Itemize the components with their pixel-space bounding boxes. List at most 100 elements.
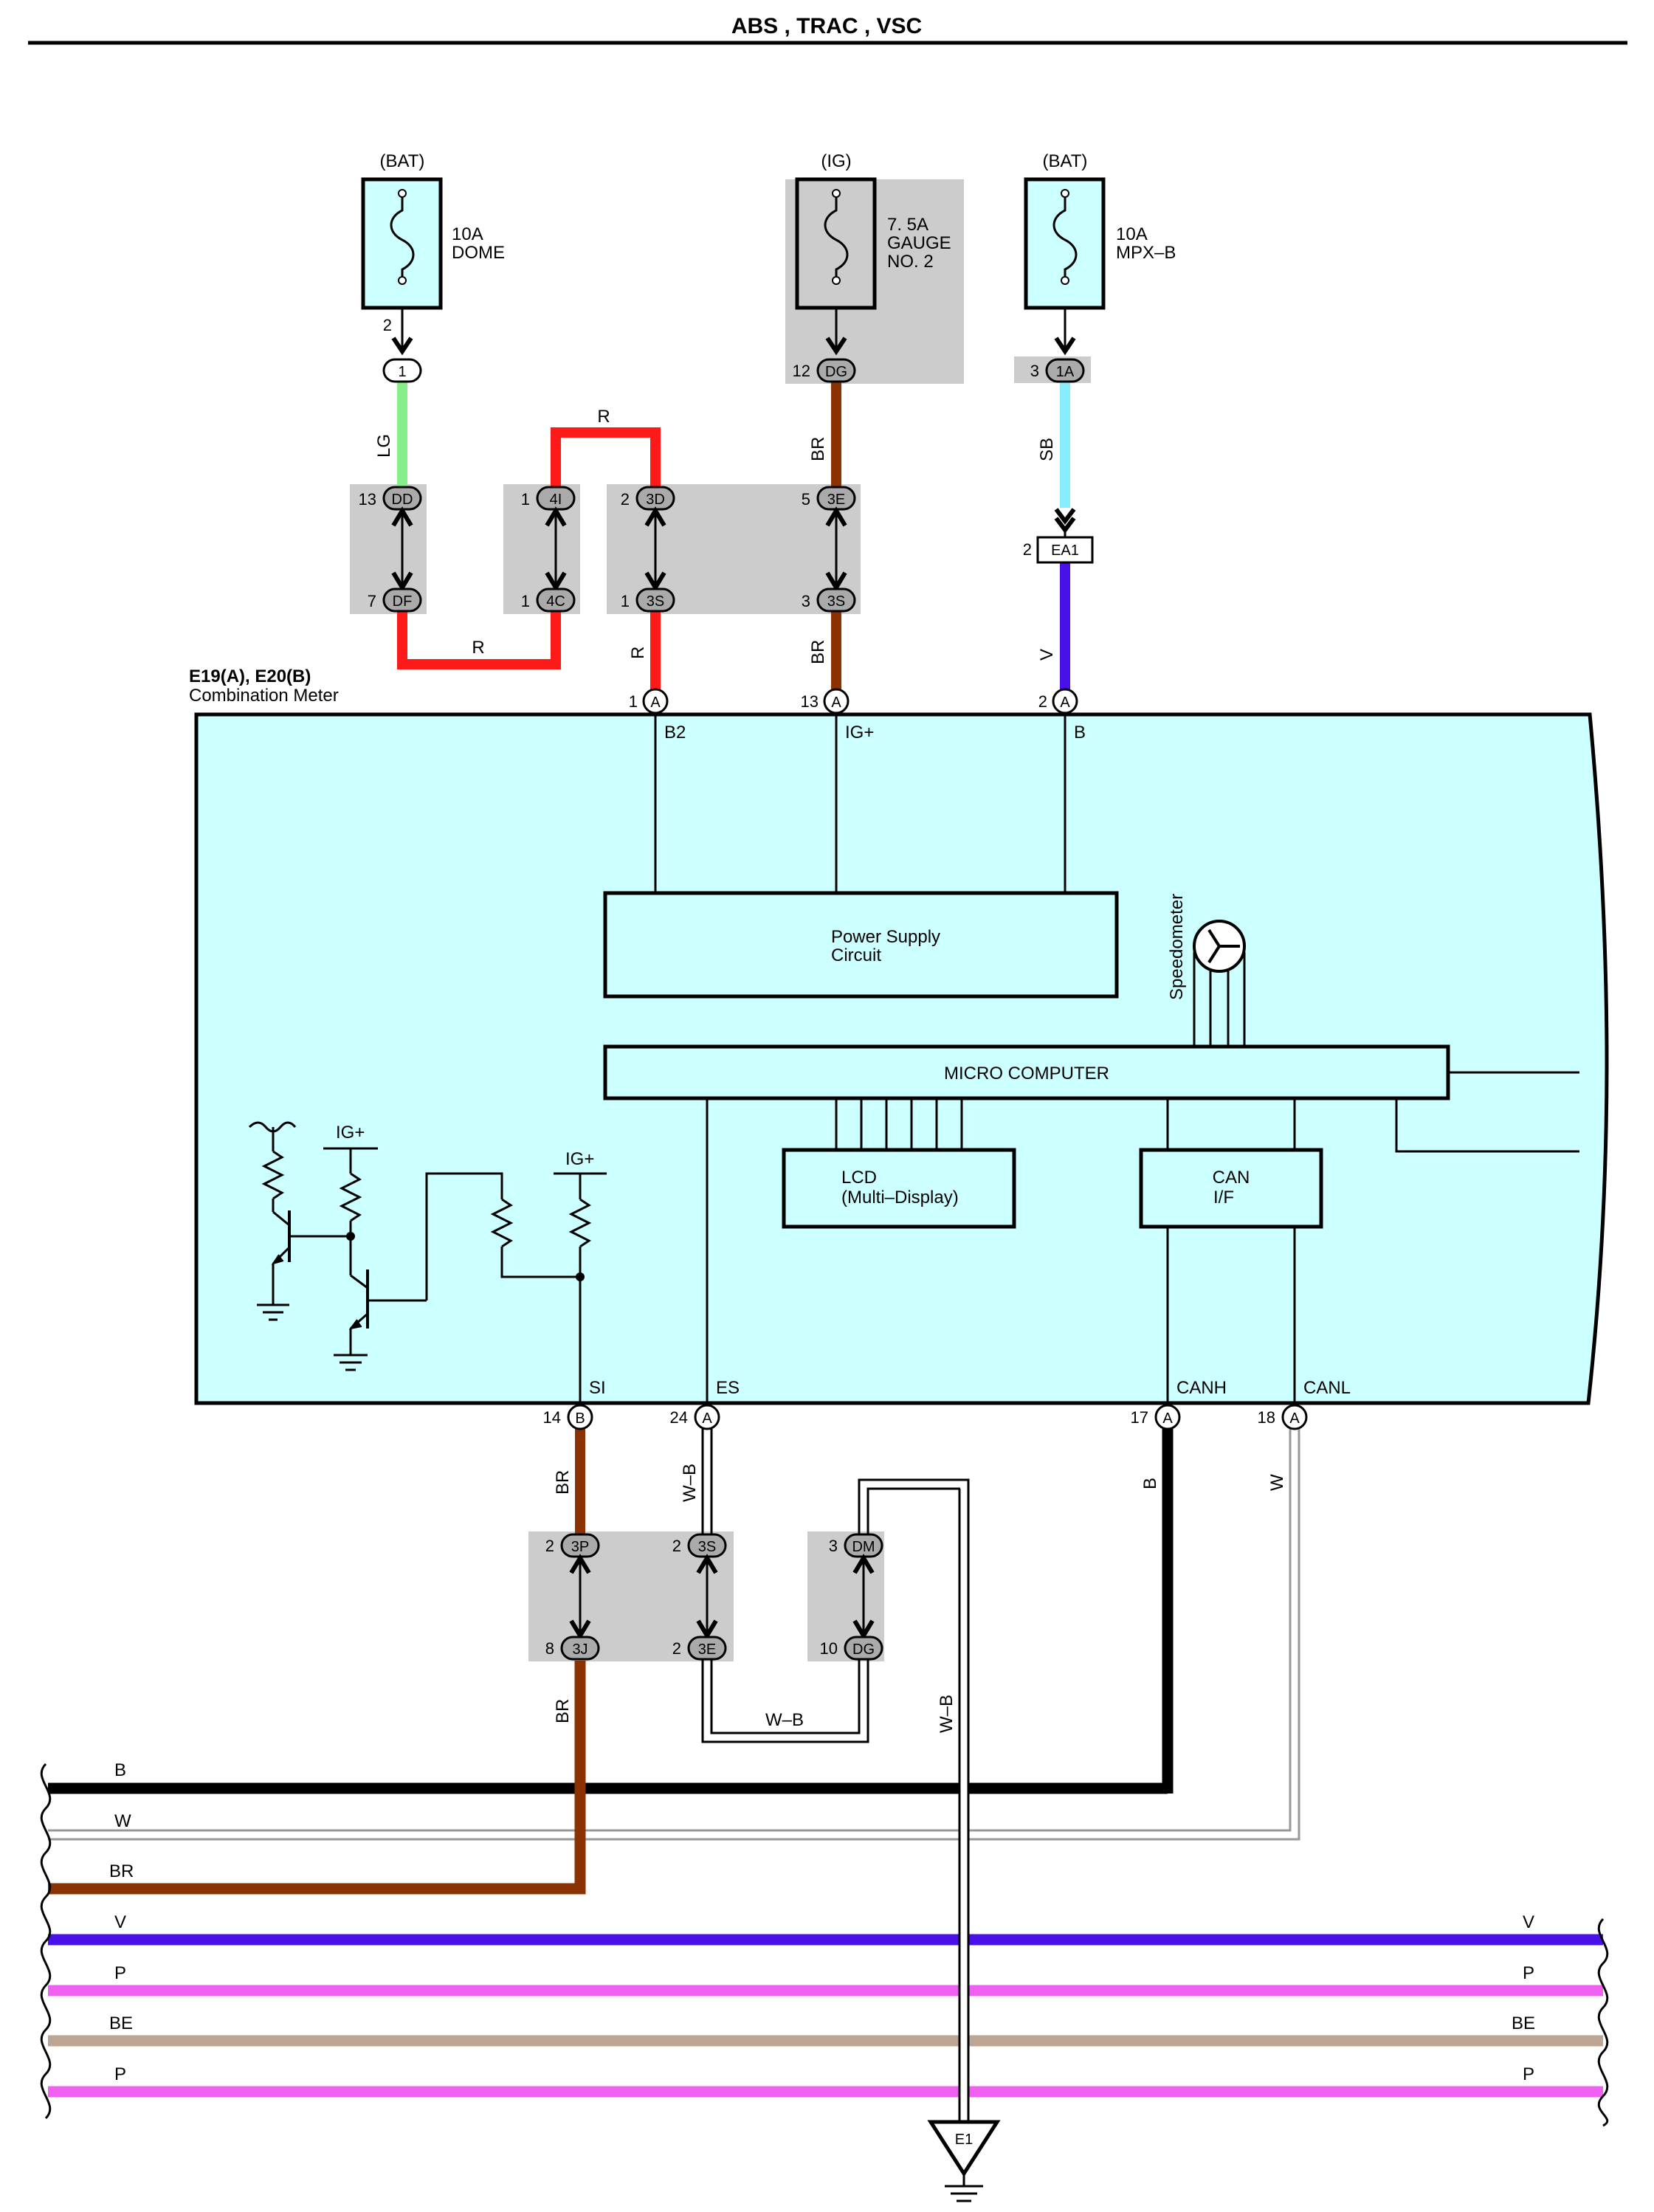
svg-text:3D: 3D [646, 492, 665, 508]
si-input-circuit: IG+ IG+ [248, 1121, 607, 1403]
svg-text:DF: DF [393, 593, 413, 610]
wire-label-wb-loop: W–B [765, 1710, 804, 1730]
svg-text:2: 2 [1023, 540, 1032, 559]
svg-text:3: 3 [802, 592, 810, 610]
svg-text:DD: DD [392, 492, 413, 508]
pin-label-es: ES [716, 1378, 740, 1398]
svg-text:3E: 3E [827, 492, 845, 508]
svg-text:2: 2 [383, 316, 392, 334]
bus-label-w: W [114, 1811, 131, 1831]
svg-text:1: 1 [521, 490, 530, 509]
connector-pair-3s-3e: 2 3S 2 3E [672, 1533, 727, 1661]
svg-text:2: 2 [1038, 692, 1047, 711]
svg-text:4I: 4I [550, 492, 562, 508]
connector-ea1: 2 EA1 [1023, 508, 1094, 564]
micro-computer [603, 1044, 1450, 1100]
meter-title: E19(A), E20(B) [189, 666, 311, 686]
arrow-down-icon [1054, 337, 1076, 356]
meter-pin-canh: 17 A [1131, 1404, 1181, 1430]
wire-label-lg: LG [374, 434, 394, 458]
bus-label-br: BR [109, 1861, 134, 1881]
fuse-name: GAUGE [887, 233, 951, 253]
svg-text:3P: 3P [571, 1539, 589, 1555]
connector-pair-dm-dg: 3 DM 10 DG [820, 1533, 883, 1661]
lcd-label-1: LCD [841, 1168, 877, 1188]
svg-text:1A: 1A [1056, 364, 1075, 380]
wire-label-br-2: BR [808, 640, 828, 664]
pin-label-b: B [1074, 723, 1086, 742]
svg-text:B: B [575, 1410, 585, 1427]
pin-label-b2: B2 [664, 723, 686, 742]
fuse-mpx-b: (BAT) 10A MPX–B [1024, 151, 1176, 310]
svg-text:18: 18 [1258, 1408, 1275, 1427]
connector-pair-3d-3s: 2 3D 1 3S [621, 486, 675, 613]
page-title: ABS , TRAC , VSC [731, 14, 922, 38]
svg-text:A: A [702, 1410, 712, 1427]
connector-1: 2 1 [382, 316, 422, 383]
connector-1a: 3 1A [1030, 358, 1085, 383]
svg-text:13: 13 [801, 692, 819, 711]
pin-label-si: SI [589, 1378, 606, 1398]
svg-text:4C: 4C [546, 593, 565, 610]
meter-pin-b: 2 A [1038, 688, 1078, 714]
meter-pin-ig: 13 A [801, 688, 850, 714]
svg-text:A: A [1060, 695, 1070, 711]
wire-label-sb: SB [1037, 438, 1057, 461]
fuse-icon [1052, 193, 1078, 280]
svg-text:24: 24 [670, 1408, 688, 1427]
connector-dg-top: 12 DG [793, 358, 856, 383]
fuse-rating: 10A [1116, 224, 1148, 244]
connector-pair-3p-3j: 2 3P 8 3J [545, 1533, 600, 1661]
wire-label-wb-es: W–B [680, 1464, 700, 1502]
wire-label-r-bottom: R [472, 638, 484, 658]
pin-label-canl: CANL [1303, 1378, 1351, 1398]
bus-label-p-2: P [114, 2064, 126, 2084]
pin-label-canh: CANH [1176, 1378, 1227, 1398]
bus-label-be: BE [109, 2013, 133, 2033]
svg-text:2: 2 [545, 1537, 554, 1555]
ground-triangle-icon [927, 2120, 1001, 2177]
fuse-icon [390, 193, 415, 280]
igplus-label-2: IG+ [565, 1149, 594, 1169]
svg-text:14: 14 [543, 1408, 561, 1427]
can-interface [1139, 1148, 1323, 1229]
pin-label-ig: IG+ [845, 723, 874, 742]
bus-label-b: B [114, 1760, 126, 1780]
bus-label-p: P [114, 1963, 126, 1983]
fuse-name: MPX–B [1116, 243, 1176, 263]
arrow-down-icon [391, 337, 413, 356]
meter-pin-canl: 18 A [1258, 1404, 1308, 1430]
fuse-source-label: (IG) [821, 151, 851, 171]
wire-label-br-lower: BR [553, 1699, 573, 1723]
svg-text:2: 2 [672, 1537, 681, 1555]
speedometer-label: Speedometer [1167, 894, 1187, 1000]
power-supply-circuit [603, 891, 1119, 999]
svg-text:3: 3 [1030, 362, 1039, 380]
bus-label-v-right: V [1523, 1912, 1534, 1932]
lcd-label-2: (Multi–Display) [841, 1188, 959, 1207]
svg-text:3S: 3S [827, 593, 845, 610]
svg-text:13: 13 [359, 490, 376, 509]
svg-text:1: 1 [629, 692, 638, 711]
meter-pin-b2: 1 A [629, 688, 669, 714]
svg-text:3S: 3S [698, 1539, 716, 1555]
meter-pin-es: 24 A [670, 1404, 720, 1430]
svg-text:17: 17 [1131, 1408, 1148, 1427]
fuse-source-label: (BAT) [380, 151, 425, 171]
break-mark-left [40, 1763, 52, 2120]
fuse-name-2: NO. 2 [887, 252, 934, 272]
wire-label-w-canl: W [1267, 1474, 1287, 1491]
svg-text:3: 3 [829, 1537, 838, 1555]
svg-text:A: A [1289, 1410, 1300, 1427]
svg-text:3S: 3S [647, 593, 664, 610]
bus-lines: B W BR V P BE P V P BE P [40, 1410, 1609, 2127]
connector-pair-4i-4c: 1 4I 1 4C [521, 486, 576, 613]
micro-computer-label: MICRO COMPUTER [944, 1064, 1109, 1083]
meter-subtitle: Combination Meter [189, 686, 339, 706]
fuse-rating: 7. 5A [887, 215, 928, 235]
fuse-name: DOME [452, 243, 505, 263]
igplus-label-1: IG+ [336, 1123, 365, 1143]
svg-text:A: A [1162, 1410, 1173, 1427]
arrow-down-icon [825, 337, 847, 356]
